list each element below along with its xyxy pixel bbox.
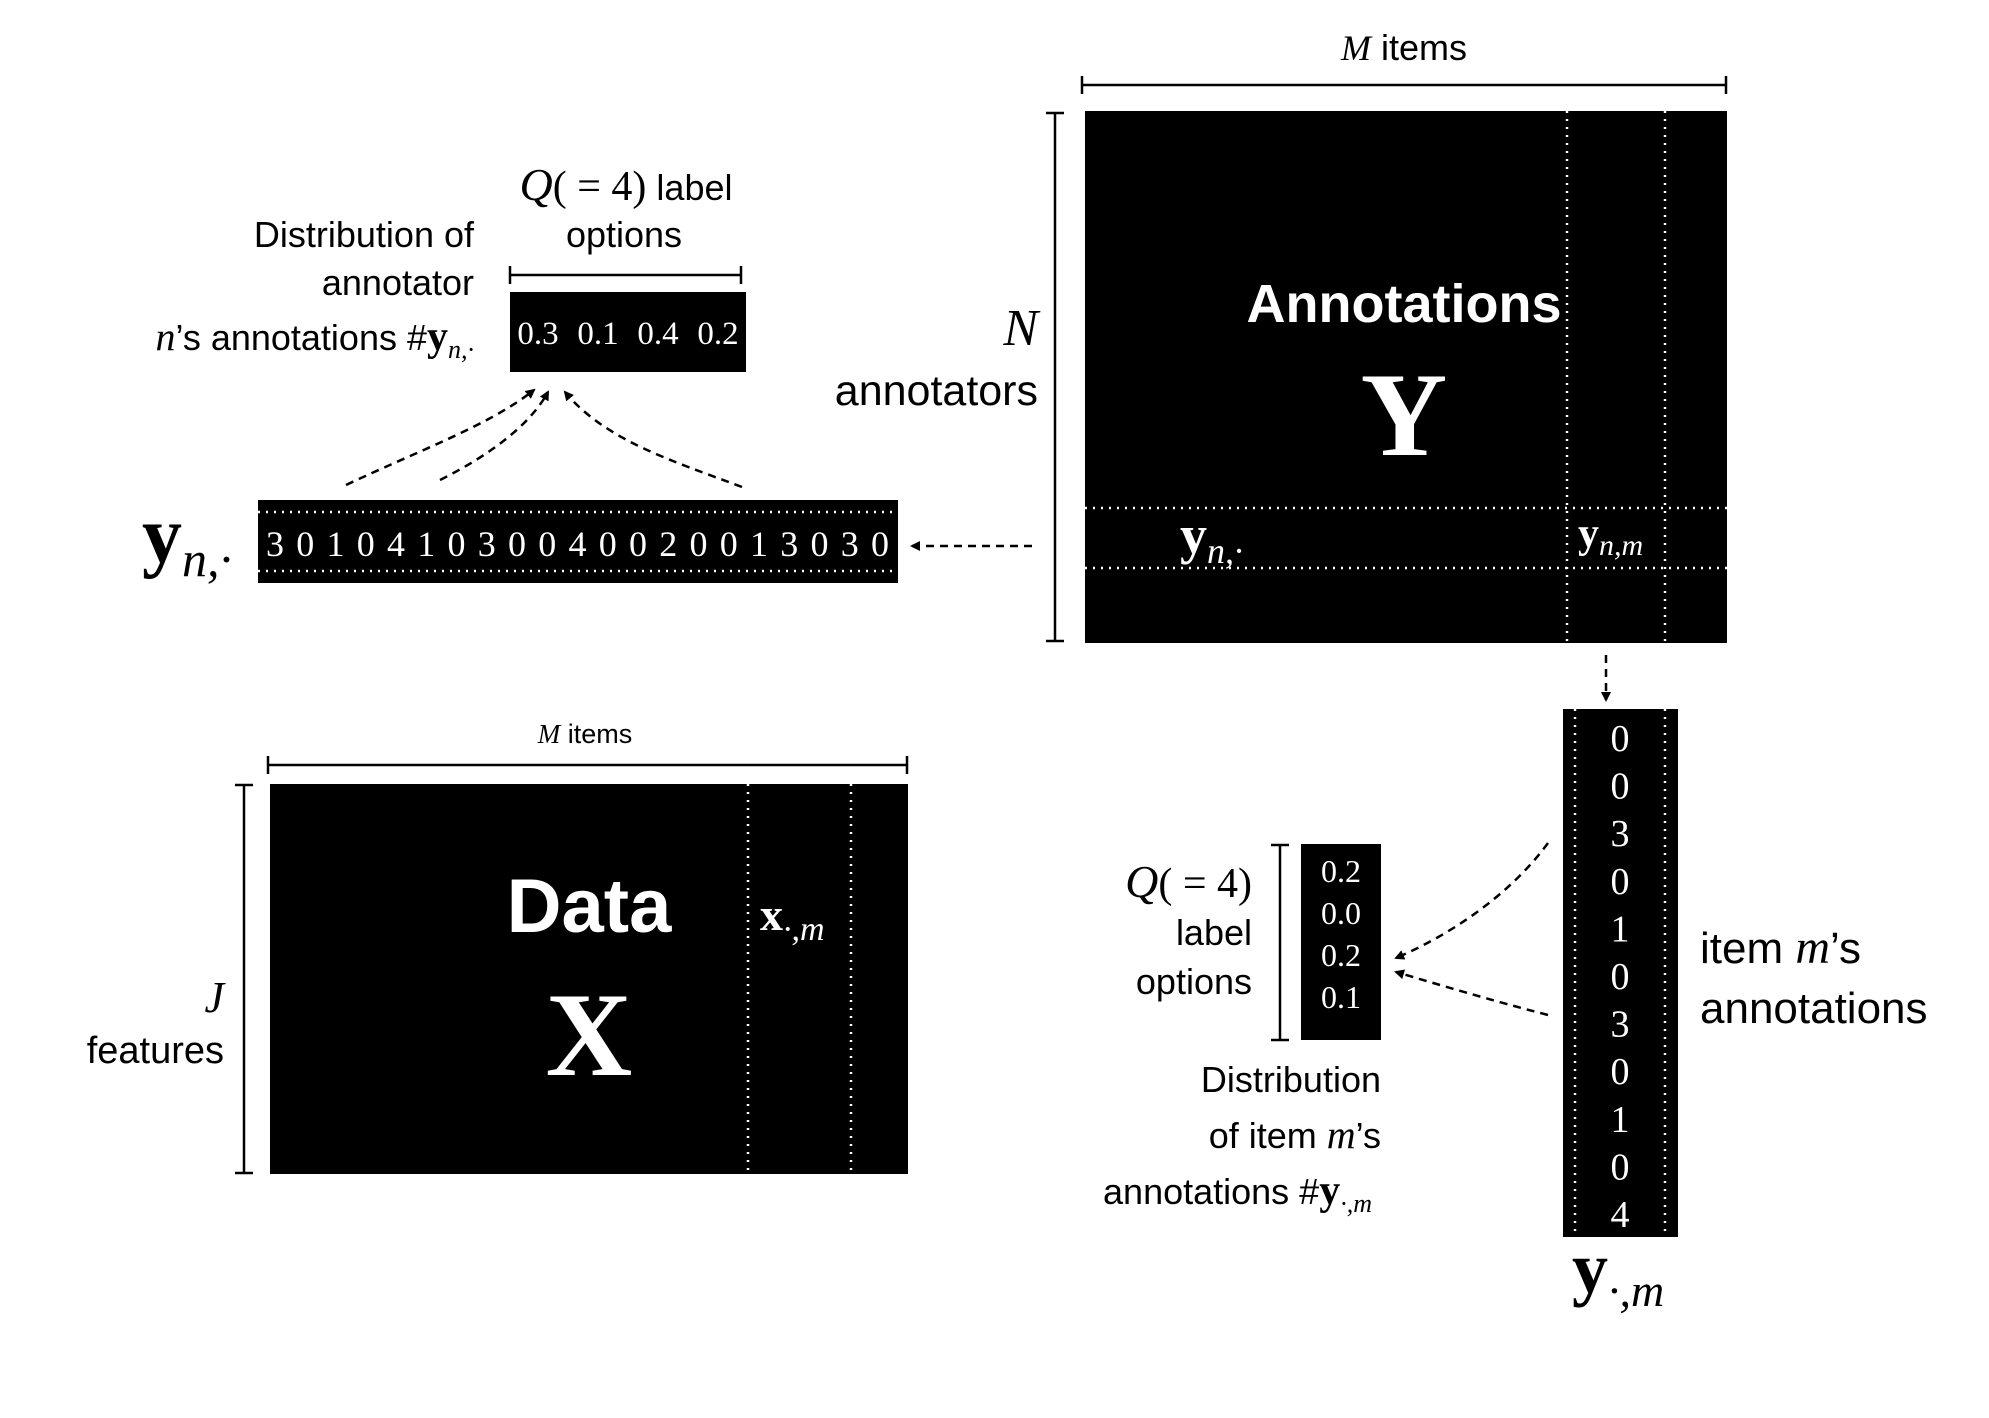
row-vector-name: yn,· bbox=[142, 492, 232, 587]
row-vector-value: 4 bbox=[387, 524, 405, 564]
row-vector-value: 3 bbox=[266, 524, 284, 564]
column-distribution-desc-1: Distribution bbox=[1201, 1059, 1381, 1100]
column-distribution-group: 0.2 0.0 0.2 0.1 Q( = 4) label options Distr… bbox=[1103, 843, 1381, 1218]
annotations-width-bracket bbox=[1080, 76, 1728, 94]
column-vector-value: 0 bbox=[1611, 1051, 1630, 1093]
column-distribution-value: 0.1 bbox=[1321, 979, 1361, 1015]
row-distribution-box bbox=[510, 292, 746, 372]
row-vector-value: 3 bbox=[780, 524, 798, 564]
row-vector-value: 1 bbox=[750, 524, 768, 564]
row-distribution-values: 0.3 0.1 0.4 0.2 bbox=[517, 316, 738, 352]
data-height-var: J bbox=[204, 973, 226, 1022]
row-distribution-value: 0.1 bbox=[577, 316, 618, 352]
row-vector-value: 0 bbox=[357, 524, 375, 564]
annotations-width-label: M items bbox=[1340, 27, 1467, 68]
column-vector-guides bbox=[1573, 709, 1667, 1237]
column-vector-value: 0 bbox=[1611, 956, 1630, 998]
row-vector-value: 2 bbox=[659, 524, 677, 564]
data-width-label: M items bbox=[537, 719, 633, 749]
column-distribution-value: 0.2 bbox=[1321, 853, 1361, 889]
column-vector-value: 0 bbox=[1611, 718, 1630, 760]
row-distribution-group: Q( = 4) label options Distribution of an… bbox=[155, 159, 746, 372]
column-vector-group: 0 0 3 0 1 0 3 0 1 0 4 y·,m item m’s annotations bbox=[1563, 709, 1928, 1316]
column-distribution-value: 0.0 bbox=[1321, 895, 1361, 931]
row-vector-value: 4 bbox=[569, 524, 587, 564]
row-options-label-2: options bbox=[566, 214, 682, 255]
column-vector-name: y·,m bbox=[1572, 1228, 1664, 1316]
row-vector-guides bbox=[258, 510, 898, 573]
column-vector bbox=[1563, 709, 1678, 1237]
column-options-label-2: label bbox=[1176, 912, 1252, 953]
annotations-height-var: N bbox=[1002, 300, 1041, 357]
column-vector-value: 3 bbox=[1611, 1004, 1630, 1046]
row-vector-value: 0 bbox=[296, 524, 314, 564]
row-vector bbox=[258, 500, 898, 583]
data-matrix-group: M items J features Data X x·,m bbox=[87, 719, 909, 1175]
data-height-bracket bbox=[235, 783, 253, 1175]
column-vector-value: 0 bbox=[1611, 1146, 1630, 1188]
row-aggregate-arrows bbox=[345, 388, 743, 489]
row-distribution-value: 0.3 bbox=[517, 316, 558, 352]
column-distribution-box bbox=[1301, 844, 1381, 1040]
column-vector-desc-1: item m’s bbox=[1700, 921, 1861, 974]
row-vector-value: 0 bbox=[538, 524, 556, 564]
row-vector-value: 0 bbox=[811, 524, 829, 564]
column-vector-value: 4 bbox=[1611, 1194, 1630, 1236]
column-options-label-1: Q( = 4) bbox=[1125, 856, 1252, 907]
row-distribution-value: 0.2 bbox=[697, 316, 738, 352]
row-distribution-desc-1: Distribution of bbox=[254, 214, 475, 255]
row-options-label: Q( = 4) label bbox=[520, 159, 733, 210]
row-vector-value: 0 bbox=[448, 524, 466, 564]
row-vector-value: 3 bbox=[841, 524, 859, 564]
column-vector-value: 0 bbox=[1611, 861, 1630, 903]
column-distribution-value: 0.2 bbox=[1321, 937, 1361, 973]
annotations-height-label: annotators bbox=[835, 367, 1038, 415]
row-vector-value: 1 bbox=[327, 524, 345, 564]
column-distribution-desc-3: annotations #y·,m bbox=[1103, 1168, 1372, 1218]
row-vector-value: 0 bbox=[508, 524, 526, 564]
data-matrix-guides bbox=[746, 784, 853, 1174]
row-vector-value: 3 bbox=[478, 524, 496, 564]
column-vector-desc-2: annotations bbox=[1700, 984, 1928, 1033]
column-vector-value: 0 bbox=[1611, 766, 1630, 808]
column-options-label-3: options bbox=[1136, 961, 1252, 1002]
column-vector-value: 1 bbox=[1611, 1099, 1630, 1141]
column-distribution-desc-2: of item m’s bbox=[1209, 1112, 1381, 1157]
data-matrix bbox=[270, 784, 908, 1174]
annotations-symbol: Y bbox=[1361, 348, 1448, 481]
data-title: Data bbox=[507, 864, 672, 949]
data-column-label: x·,m bbox=[760, 889, 825, 948]
annotation-row-label: yn,· bbox=[1180, 505, 1243, 571]
annotations-matrix bbox=[1085, 111, 1727, 643]
row-vector-value: 0 bbox=[629, 524, 647, 564]
row-vector-value: 0 bbox=[690, 524, 708, 564]
data-height-label: features bbox=[87, 1030, 224, 1072]
annotations-matrix-group: M items N annotators Annotations Y yn,· … bbox=[835, 27, 1728, 643]
data-width-bracket bbox=[266, 756, 909, 774]
annotations-height-bracket bbox=[1046, 111, 1064, 643]
column-aggregate-arrows bbox=[1394, 842, 1550, 1017]
row-vector-value: 1 bbox=[417, 524, 435, 564]
annotations-title: Annotations bbox=[1247, 274, 1562, 334]
row-distribution-desc-2: annotator bbox=[322, 262, 474, 303]
row-vector-value: 0 bbox=[720, 524, 738, 564]
row-distribution-bracket bbox=[508, 266, 743, 284]
row-distribution-desc-3: n’s annotations #yn,· bbox=[155, 314, 474, 364]
row-distribution-value: 0.4 bbox=[637, 316, 678, 352]
column-vector-value: 1 bbox=[1611, 908, 1630, 950]
column-distribution-bracket bbox=[1271, 843, 1289, 1042]
data-symbol: X bbox=[546, 968, 633, 1101]
annotations-matrix-guides bbox=[1085, 111, 1727, 643]
column-vector-values: 0 0 3 0 1 0 3 0 1 0 4 bbox=[1611, 718, 1630, 1236]
row-vector-value: 0 bbox=[599, 524, 617, 564]
column-vector-value: 3 bbox=[1611, 813, 1630, 855]
row-vector-value: 0 bbox=[871, 524, 889, 564]
column-distribution-values: 0.2 0.0 0.2 0.1 bbox=[1321, 853, 1361, 1015]
annotation-cell-label: yn,m bbox=[1578, 511, 1643, 562]
